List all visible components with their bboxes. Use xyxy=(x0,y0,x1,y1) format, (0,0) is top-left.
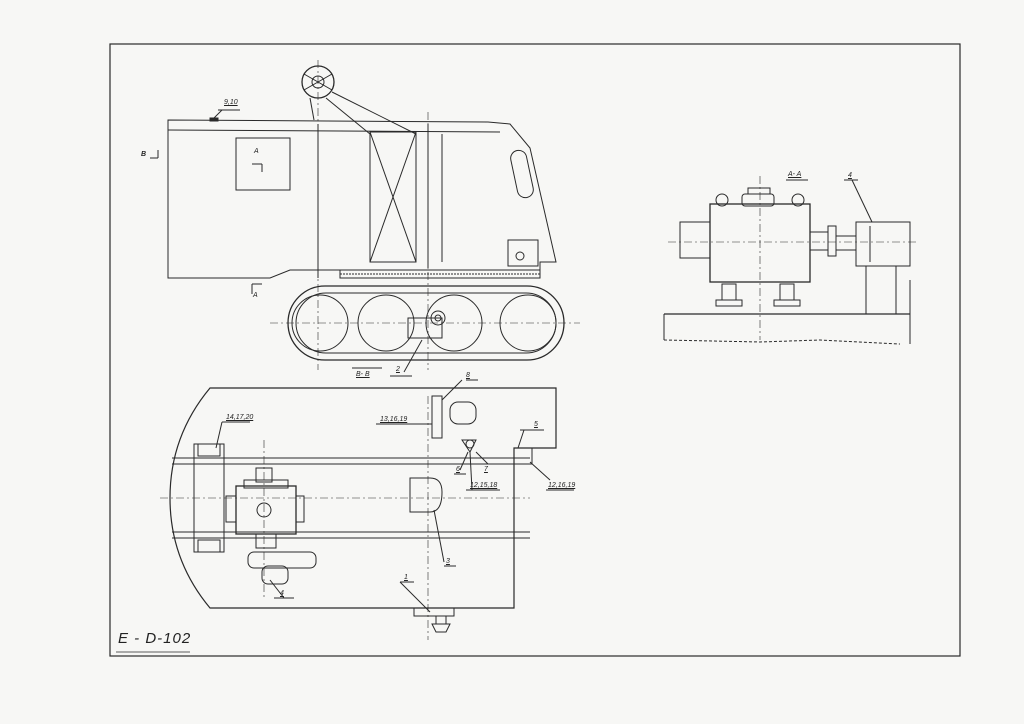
drawing-number: E - D-102 xyxy=(118,630,192,647)
callout-4-plan: 4 xyxy=(280,590,284,597)
callout-3: 3 xyxy=(446,558,450,565)
callout-7: 7 xyxy=(484,466,488,473)
sheet-frame xyxy=(109,43,961,657)
section-mark-b: B xyxy=(141,151,147,158)
callout-12-16-19: 12,16,19 xyxy=(548,482,576,489)
callout-12-15-18: 12,15,18 xyxy=(470,482,498,489)
section-mark-a-bottom: A xyxy=(253,292,258,299)
plan-view xyxy=(160,379,574,640)
callout-4-section: 4 xyxy=(848,172,852,179)
section-a-a-view xyxy=(663,176,916,345)
callout-2: 2 xyxy=(396,366,400,373)
gearbox xyxy=(855,221,911,267)
section-mark-a-window: A xyxy=(254,148,259,155)
section-label-b-b: B- B xyxy=(356,371,370,378)
hoist-sheave xyxy=(301,65,417,135)
cab-window xyxy=(235,137,291,191)
callout-5: 5 xyxy=(534,421,538,428)
callout-9-10: 9,10 xyxy=(224,99,238,106)
section-label-a-a: A- A xyxy=(788,171,802,178)
callout-1: 1 xyxy=(404,574,408,581)
drum-assembly xyxy=(235,485,297,535)
side-elevation-view xyxy=(150,60,580,377)
callout-14-17-20: 14,17,20 xyxy=(226,414,254,421)
callout-8: 8 xyxy=(466,372,470,379)
callout-13-16-19: 13,16,19 xyxy=(380,416,408,423)
callout-6: 6 xyxy=(456,466,460,473)
